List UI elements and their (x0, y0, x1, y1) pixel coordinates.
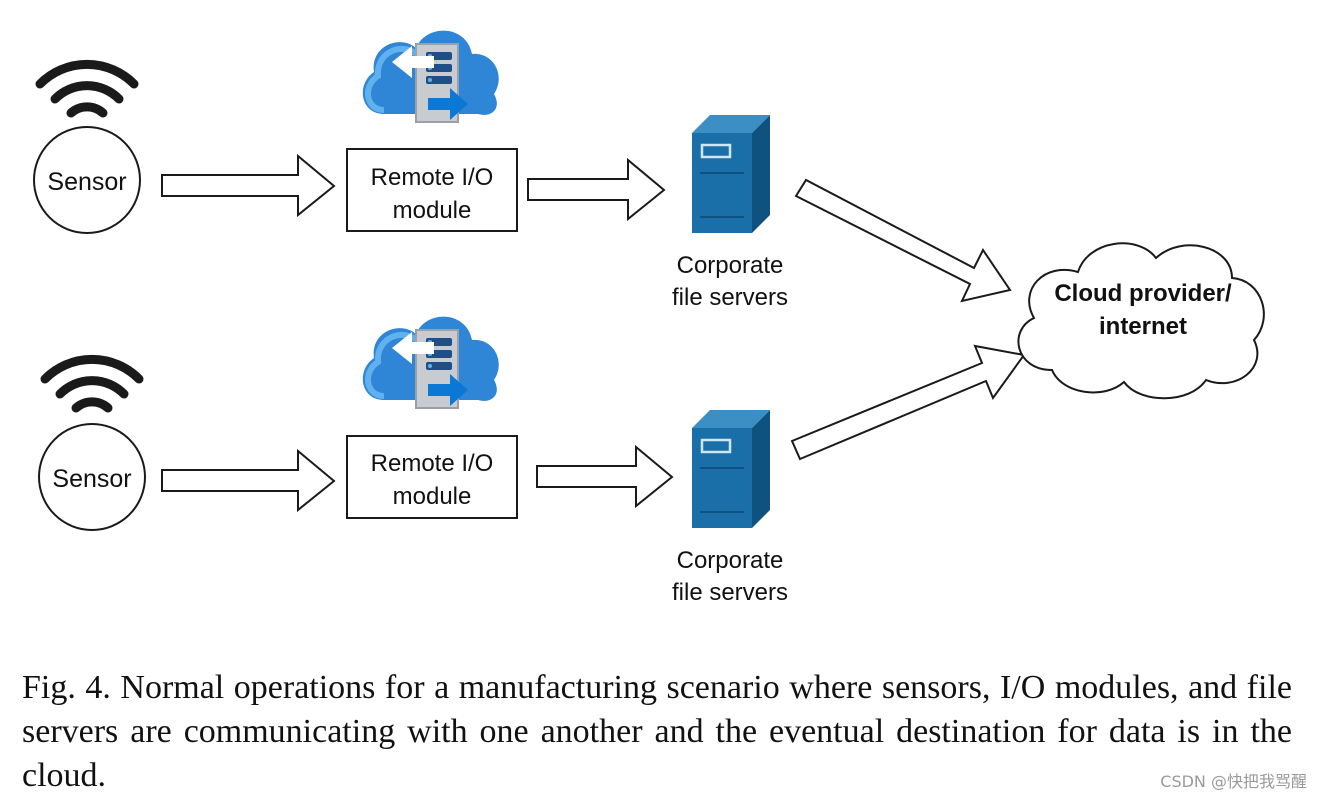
module-label-line2: module (393, 197, 472, 224)
server-label-line1: Corporate (677, 547, 784, 574)
server-label-line2: file servers (672, 284, 788, 311)
sensor-label: Sensor (47, 168, 126, 196)
flow-arrow (536, 444, 674, 509)
cloud-label-line1: Cloud provider/ (1054, 280, 1232, 307)
module-label-line2: module (393, 483, 472, 510)
sensor-node (38, 423, 146, 531)
module-label-line1: Remote I/O (371, 164, 494, 191)
server-icon (690, 113, 772, 235)
remote-io-module-box (346, 435, 518, 519)
cloud-label-line2: internet (1099, 313, 1187, 340)
flow-arrow (527, 157, 666, 222)
server-label-line2: file servers (672, 579, 788, 606)
server-label-line1: Corporate (677, 252, 784, 279)
sensor-node (33, 126, 141, 234)
flow-arrow (161, 448, 336, 513)
flow-arrow (790, 344, 1026, 461)
watermark: CSDN @快把我骂醒 (1160, 772, 1307, 791)
wifi-icon (40, 64, 134, 113)
module-label-line1: Remote I/O (371, 450, 494, 477)
sensor-label: Sensor (52, 465, 131, 493)
server-icon (690, 408, 772, 530)
cloud-io-icon (363, 317, 499, 408)
architecture-diagram: Sensor Remote I/O module Corporate file … (33, 0, 1265, 606)
remote-io-module-box (346, 148, 518, 232)
cloud-io-icon (363, 31, 499, 122)
flow-arrow (161, 153, 336, 218)
figure-caption: Fig. 4. Normal operations for a manufact… (22, 669, 1292, 794)
flow-arrow (794, 178, 1012, 303)
wifi-icon (45, 359, 139, 408)
cloud-provider-shape (1017, 242, 1265, 400)
